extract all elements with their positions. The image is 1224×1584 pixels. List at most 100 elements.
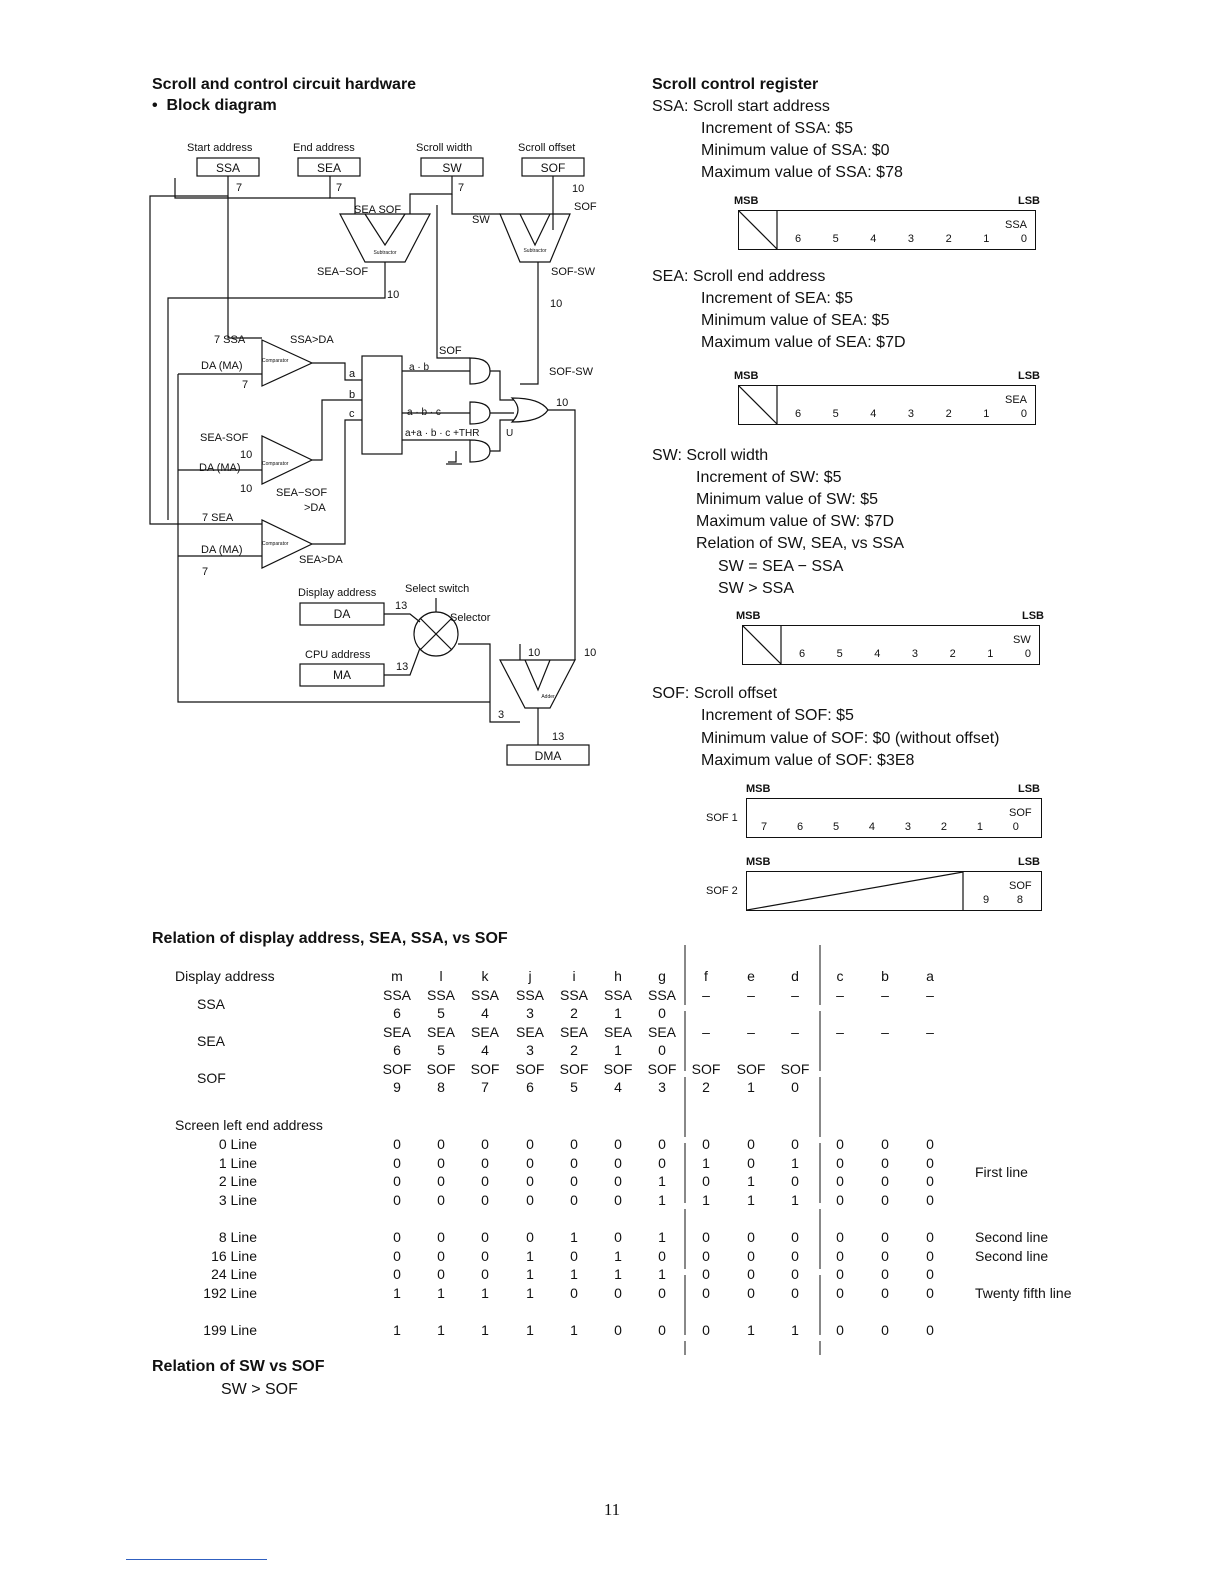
table-cell: 0: [393, 1266, 401, 1282]
header-cell: 3: [526, 1005, 534, 1021]
header-row-label: SOF: [197, 1070, 226, 1086]
table-cell: 0: [481, 1229, 489, 1245]
bit: 5: [832, 408, 839, 420]
logic-term: a+a · b · c +THR: [405, 428, 479, 439]
header-cell: SOF: [559, 1061, 589, 1077]
table-cell: 0: [481, 1155, 489, 1171]
table-cell: 0: [481, 1192, 489, 1208]
sw-line: Relation of SW, SEA, vs SSA: [696, 535, 905, 552]
header-cell: SSA: [647, 987, 676, 1003]
header-cell: SOF: [426, 1061, 456, 1077]
sof-line: Maximum value of SOF: $3E8: [701, 752, 915, 769]
table-cell: 0: [481, 1266, 489, 1282]
header-cell: –: [926, 1024, 934, 1040]
header-cell: 0: [658, 1005, 666, 1021]
table-cell: 0: [437, 1192, 445, 1208]
column-letter: h: [614, 968, 622, 984]
comparator-label: Comparator: [262, 461, 289, 467]
line-label: 0 Line: [218, 1136, 257, 1152]
register-name: SEA: [1005, 394, 1028, 406]
comparator-label: Comparator: [262, 541, 289, 547]
bit: 2: [949, 648, 956, 660]
bus-width: 13: [552, 731, 564, 743]
column-letter: c: [836, 968, 844, 984]
table-cell: 0: [658, 1285, 666, 1301]
line-label: 199 Line: [203, 1322, 257, 1338]
signal-label: SEA-SOF: [200, 432, 249, 444]
bit: 4: [870, 408, 877, 420]
table-cell: 0: [658, 1155, 666, 1171]
bus-width: 10: [240, 483, 252, 495]
table-cell: 0: [393, 1155, 401, 1171]
table-cell: 0: [926, 1155, 934, 1171]
lsb-label: LSB: [1018, 195, 1040, 207]
header-cell: SOF: [470, 1061, 500, 1077]
signal-label: >DA: [304, 502, 326, 514]
sw-line: Increment of SW: $5: [696, 469, 842, 486]
header-cell: 4: [481, 1042, 489, 1058]
column-letter: j: [528, 968, 532, 984]
relation-heading: Relation of display address, SEA, SSA, v…: [152, 930, 508, 947]
table-cell: 1: [791, 1155, 799, 1171]
bit: 2: [940, 821, 947, 833]
signal-label: b: [349, 389, 355, 401]
header-cell: –: [791, 1024, 799, 1040]
line-note: Second line: [975, 1229, 1049, 1245]
table-cell: 1: [658, 1173, 666, 1189]
bus-width: 3: [498, 709, 504, 721]
sof1-label: SOF 1: [706, 812, 738, 824]
table-cell: 0: [747, 1136, 755, 1152]
bit: 0: [1020, 408, 1027, 420]
header-cell: 2: [570, 1042, 578, 1058]
line-note: First line: [975, 1164, 1028, 1180]
line-label: 16 Line: [211, 1248, 257, 1264]
table-cell: 0: [570, 1155, 578, 1171]
header-cell: 1: [614, 1005, 622, 1021]
left-heading: Scroll and control circuit hardware: [152, 76, 417, 93]
table-cell: 0: [702, 1173, 710, 1189]
signal-label: DA (MA): [199, 462, 241, 474]
header-cell: –: [836, 987, 844, 1003]
table-cell: 1: [747, 1192, 755, 1208]
register-name: SOF: [1009, 880, 1032, 892]
msb-label: MSB: [734, 370, 759, 382]
msb-label: MSB: [734, 195, 759, 207]
sea-line: Increment of SEA: $5: [701, 290, 854, 307]
table-cell: 0: [926, 1192, 934, 1208]
table-cell: 0: [614, 1173, 622, 1189]
sw-sof-heading: Relation of SW vs SOF: [152, 1358, 325, 1375]
bus-width: 7: [336, 182, 342, 194]
column-letter: d: [791, 968, 799, 984]
logic-term: a · b: [409, 362, 429, 373]
bus-width: 7: [236, 182, 242, 194]
table-cell: 0: [393, 1229, 401, 1245]
signal-label: SEA−SOF: [317, 266, 368, 278]
table-cell: 0: [437, 1229, 445, 1245]
header-cell: SSA: [426, 987, 455, 1003]
table-cell: 0: [791, 1229, 799, 1245]
sw-sof-relation: SW > SOF: [221, 1381, 298, 1398]
signal-label: SOF-SW: [551, 266, 596, 278]
table-cell: 1: [526, 1266, 534, 1282]
table-cell: 0: [526, 1155, 534, 1171]
header-cell: 3: [526, 1042, 534, 1058]
table-cell: 0: [836, 1136, 844, 1152]
table-dividers: [684, 945, 821, 1355]
table-cell: 1: [570, 1322, 578, 1338]
table-cell: 0: [702, 1248, 710, 1264]
table-cell: 0: [570, 1192, 578, 1208]
comparator-label: Comparator: [262, 358, 289, 364]
reg-ma: MA: [333, 668, 351, 682]
reg-sw: SW: [442, 161, 462, 175]
display-address-label: Display address: [175, 968, 275, 984]
header-cell: 5: [570, 1079, 578, 1095]
reg-dma: DMA: [535, 749, 562, 763]
signal-label: 7 SSA: [214, 334, 246, 346]
sw-line: Minimum value of SW: $5: [696, 491, 878, 508]
header-cell: –: [926, 987, 934, 1003]
header-cell: SEA: [515, 1024, 544, 1040]
header-cell: SOF: [691, 1061, 721, 1077]
table-cell: 0: [437, 1155, 445, 1171]
column-letter: m: [391, 968, 403, 984]
